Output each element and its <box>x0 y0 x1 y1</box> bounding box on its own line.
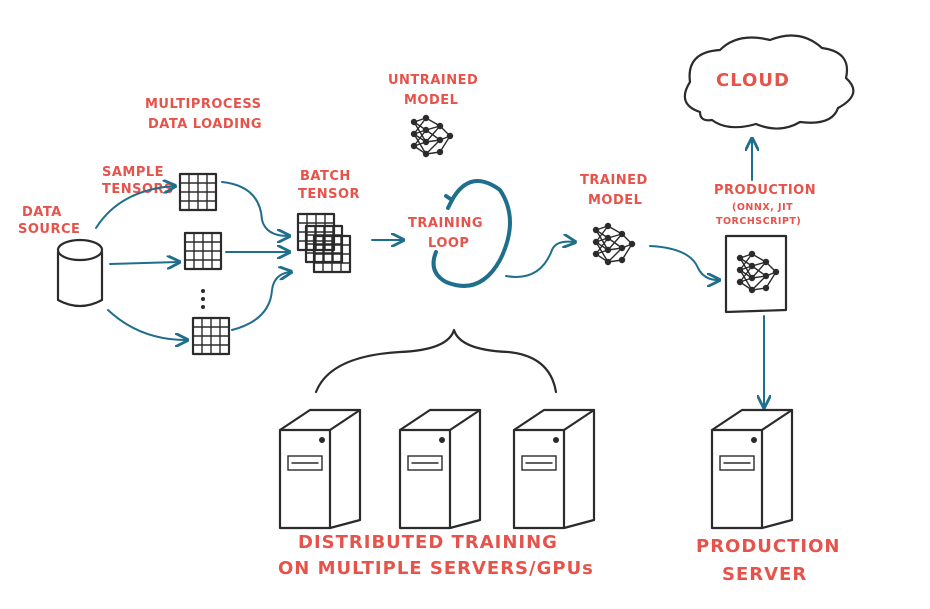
multiprocess-label: MULTIPROCESS DATA LOADING <box>145 97 262 132</box>
distributed-brace <box>314 328 558 394</box>
training-server-2-icon <box>398 408 482 530</box>
arrow-source-to-sample-2 <box>109 262 178 264</box>
ellipsis-dots <box>201 289 205 309</box>
cloud-icon <box>683 34 855 130</box>
training-loop-circle <box>431 179 512 288</box>
data-source-line-2: SOURCE <box>18 222 80 237</box>
data-source-label: DATA SOURCE <box>18 205 80 237</box>
production-model-card-icon <box>724 234 788 314</box>
trained-model-label: TRAINED MODEL <box>580 173 648 208</box>
sample-tensor-grid-1 <box>178 172 218 212</box>
data-source-line-1: DATA <box>22 205 62 220</box>
database-cylinder-icon <box>56 238 104 308</box>
training-loop-label: TRAINING LOOP <box>408 216 483 251</box>
production-label: PRODUCTION (ONNX, JIT TORCHSCRIPT) <box>714 183 816 227</box>
trained-model-line-2: MODEL <box>588 193 642 208</box>
arrow-sample3-to-batch <box>231 272 290 331</box>
batch-tensor-line-1: BATCH <box>300 169 351 184</box>
batch-tensor-label: BATCH TENSOR <box>298 169 360 202</box>
production-line-1: PRODUCTION <box>714 183 816 198</box>
arrow-source-to-sample-3 <box>107 309 186 340</box>
production-line-3: TORCHSCRIPT) <box>716 216 801 227</box>
sample-tensor-grid-2 <box>183 231 223 271</box>
distributed-line-2: ON MULTIPLE SERVERS/GPUs <box>278 558 594 579</box>
training-server-1-icon <box>278 408 362 530</box>
arrow-source-to-sample-1 <box>95 186 174 229</box>
trained-model-line-1: TRAINED <box>580 173 648 188</box>
production-server-icon <box>710 408 794 530</box>
training-loop-line-1: TRAINING <box>408 216 483 231</box>
training-loop-line-2: LOOP <box>428 236 469 251</box>
batch-tensor-stack-icon <box>296 212 352 274</box>
untrained-model-label: UNTRAINED MODEL <box>388 73 478 108</box>
untrained-network-icon <box>410 114 454 158</box>
sample-tensor-grid-3 <box>191 316 231 356</box>
untrained-model-line-1: UNTRAINED <box>388 73 478 88</box>
sample-tensors-label: SAMPLE TENSORS <box>102 165 174 197</box>
production-server-label: PRODUCTION SERVER <box>696 536 840 585</box>
sample-tensors-line-1: SAMPLE <box>102 165 164 180</box>
arrow-sample1-to-batch <box>221 181 288 236</box>
distributed-training-label: DISTRIBUTED TRAINING ON MULTIPLE SERVERS… <box>278 532 594 579</box>
cloud-label: CLOUD <box>716 70 790 91</box>
production-line-2: (ONNX, JIT <box>732 202 793 213</box>
multiprocess-line-2: DATA LOADING <box>148 117 262 132</box>
untrained-model-line-2: MODEL <box>404 93 458 108</box>
arrow-loop-to-trained <box>505 242 574 278</box>
batch-tensor-line-2: TENSOR <box>298 187 360 202</box>
training-server-3-icon <box>512 408 596 530</box>
production-server-line-1: PRODUCTION <box>696 536 840 557</box>
trained-network-icon <box>592 222 636 266</box>
sample-tensors-line-2: TENSORS <box>102 182 174 197</box>
arrow-trained-to-production <box>649 245 718 280</box>
training-loop-arrowhead <box>444 194 455 210</box>
distributed-line-1: DISTRIBUTED TRAINING <box>298 532 558 553</box>
production-server-line-2: SERVER <box>722 564 807 585</box>
multiprocess-line-1: MULTIPROCESS <box>145 97 261 112</box>
